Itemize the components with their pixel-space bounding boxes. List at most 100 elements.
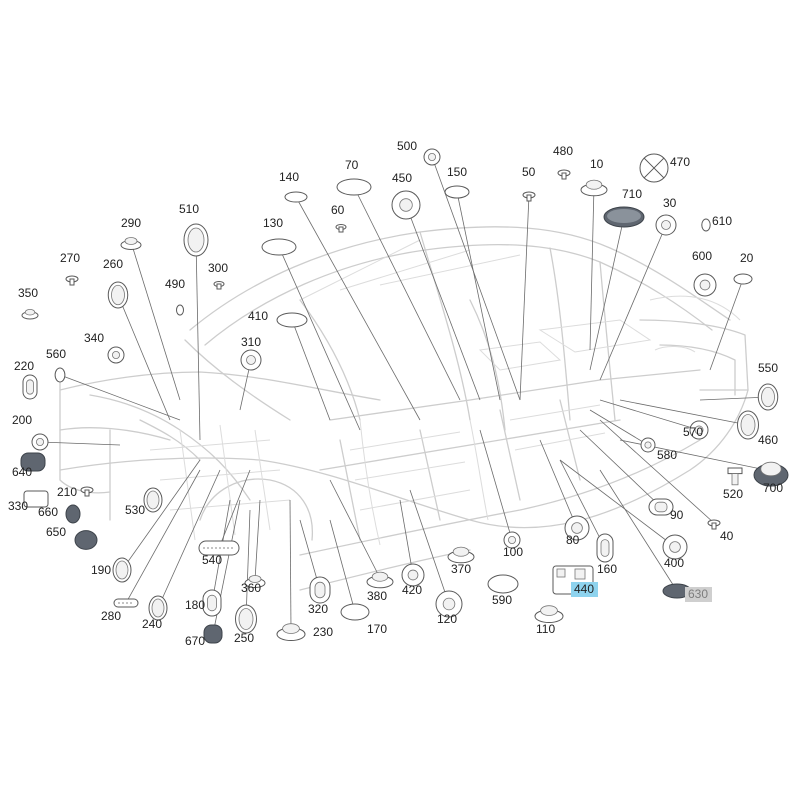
part-50-label[interactable]: 50 xyxy=(522,165,536,179)
part-480-label[interactable]: 480 xyxy=(553,144,573,158)
part-250-label[interactable]: 250 xyxy=(234,631,254,645)
part-120-label[interactable]: 120 xyxy=(437,612,457,626)
part-610-label[interactable]: 610 xyxy=(712,214,732,228)
part-460-label[interactable]: 460 xyxy=(758,433,778,447)
part-140-label[interactable]: 140 xyxy=(279,170,299,184)
part-160-leader xyxy=(559,459,606,549)
part-650-label[interactable]: 650 xyxy=(46,525,66,539)
part-230-label[interactable]: 230 xyxy=(313,625,333,639)
part-540-label[interactable]: 540 xyxy=(202,553,222,567)
part-280-marker xyxy=(113,598,139,608)
part-80-leader xyxy=(539,439,578,529)
part-450-label[interactable]: 450 xyxy=(392,171,412,185)
part-260-label[interactable]: 260 xyxy=(103,257,123,271)
part-20-marker xyxy=(733,273,753,285)
part-80-label[interactable]: 80 xyxy=(566,533,580,547)
part-560-marker xyxy=(54,367,66,383)
part-500-label[interactable]: 500 xyxy=(397,139,417,153)
part-150-label[interactable]: 150 xyxy=(447,165,467,179)
part-130-label[interactable]: 130 xyxy=(263,216,283,230)
part-580-leader xyxy=(589,409,649,446)
part-420-label[interactable]: 420 xyxy=(402,583,422,597)
part-40-label[interactable]: 40 xyxy=(720,529,734,543)
part-60-label[interactable]: 60 xyxy=(331,203,345,217)
part-10-label[interactable]: 10 xyxy=(590,157,604,171)
part-490-label[interactable]: 490 xyxy=(165,277,185,291)
part-670-label[interactable]: 670 xyxy=(185,634,205,648)
part-630-label[interactable]: 630 xyxy=(688,587,708,601)
part-10-leader xyxy=(589,185,595,351)
part-110-label[interactable]: 110 xyxy=(536,622,555,636)
part-380-label[interactable]: 380 xyxy=(367,589,387,603)
part-90-marker xyxy=(648,498,674,516)
part-210-label[interactable]: 210 xyxy=(57,485,77,499)
part-160-marker xyxy=(596,533,614,563)
part-580-label[interactable]: 580 xyxy=(657,448,677,462)
part-640-marker xyxy=(20,452,46,472)
part-560-label[interactable]: 560 xyxy=(46,347,66,361)
part-360-label[interactable]: 360 xyxy=(241,581,261,595)
part-640-label[interactable]: 640 xyxy=(12,465,32,479)
part-200-label[interactable]: 200 xyxy=(12,413,32,427)
part-530-label[interactable]: 530 xyxy=(125,503,145,517)
part-590-label[interactable]: 590 xyxy=(492,593,512,607)
part-570-label[interactable]: 570 xyxy=(683,425,703,439)
part-470-marker xyxy=(639,153,669,183)
part-290-label[interactable]: 290 xyxy=(121,216,141,230)
part-70-leader xyxy=(353,186,461,401)
part-240-leader xyxy=(157,469,221,609)
part-220-label[interactable]: 220 xyxy=(14,359,34,373)
part-20-label[interactable]: 20 xyxy=(740,251,754,265)
part-660-label[interactable]: 660 xyxy=(38,505,58,519)
part-340-label[interactable]: 340 xyxy=(84,331,104,345)
part-470-label[interactable]: 470 xyxy=(670,155,690,169)
part-300-label[interactable]: 300 xyxy=(208,261,228,275)
part-710-label[interactable]: 710 xyxy=(622,187,642,201)
part-120-marker xyxy=(435,590,463,618)
part-280-label[interactable]: 280 xyxy=(101,609,121,623)
part-510-label[interactable]: 510 xyxy=(179,202,199,216)
part-markers xyxy=(20,148,789,644)
part-100-label[interactable]: 100 xyxy=(503,545,523,559)
part-190-label[interactable]: 190 xyxy=(91,563,111,577)
part-290-leader xyxy=(130,241,181,401)
part-400-label[interactable]: 400 xyxy=(664,556,684,570)
part-440-label[interactable]: 440 xyxy=(574,582,594,596)
part-550-label[interactable]: 550 xyxy=(758,361,778,375)
part-30-label[interactable]: 30 xyxy=(663,196,677,210)
part-630-leader xyxy=(599,469,678,592)
part-260-leader xyxy=(117,294,171,421)
part-530-marker xyxy=(143,487,163,513)
leader-lines xyxy=(39,156,772,635)
part-70-label[interactable]: 70 xyxy=(345,158,359,172)
part-270-label[interactable]: 270 xyxy=(60,251,80,265)
part-160-label[interactable]: 160 xyxy=(597,562,617,576)
part-10-marker xyxy=(580,179,608,197)
part-310-label[interactable]: 310 xyxy=(241,335,261,349)
part-700-label[interactable]: 700 xyxy=(763,481,783,495)
part-350-marker xyxy=(21,309,39,320)
part-350-label[interactable]: 350 xyxy=(18,286,38,300)
part-410-label[interactable]: 410 xyxy=(248,309,268,323)
part-180-label[interactable]: 180 xyxy=(185,598,205,612)
part-330-marker xyxy=(23,490,49,508)
part-420-leader xyxy=(399,499,414,576)
part-240-label[interactable]: 240 xyxy=(142,617,162,631)
part-130-marker xyxy=(261,238,297,256)
part-550-leader xyxy=(699,396,769,401)
part-330-label[interactable]: 330 xyxy=(8,499,28,513)
part-700-marker xyxy=(753,461,789,487)
part-370-label[interactable]: 370 xyxy=(451,562,471,576)
part-90-label[interactable]: 90 xyxy=(670,508,684,522)
part-40-marker xyxy=(707,519,721,530)
part-360-marker xyxy=(244,575,266,588)
part-labels: 500 480 10 470 70 450 150 50 710 140 60 30 610 510 290… xyxy=(8,139,783,648)
part-300-marker xyxy=(213,281,225,290)
part-520-label[interactable]: 520 xyxy=(723,487,743,501)
part-600-label[interactable]: 600 xyxy=(692,249,712,263)
part-110-marker xyxy=(534,605,564,624)
part-340-marker xyxy=(107,346,125,364)
part-170-label[interactable]: 170 xyxy=(367,622,387,636)
part-410-marker xyxy=(276,312,308,328)
part-320-label[interactable]: 320 xyxy=(308,602,328,616)
